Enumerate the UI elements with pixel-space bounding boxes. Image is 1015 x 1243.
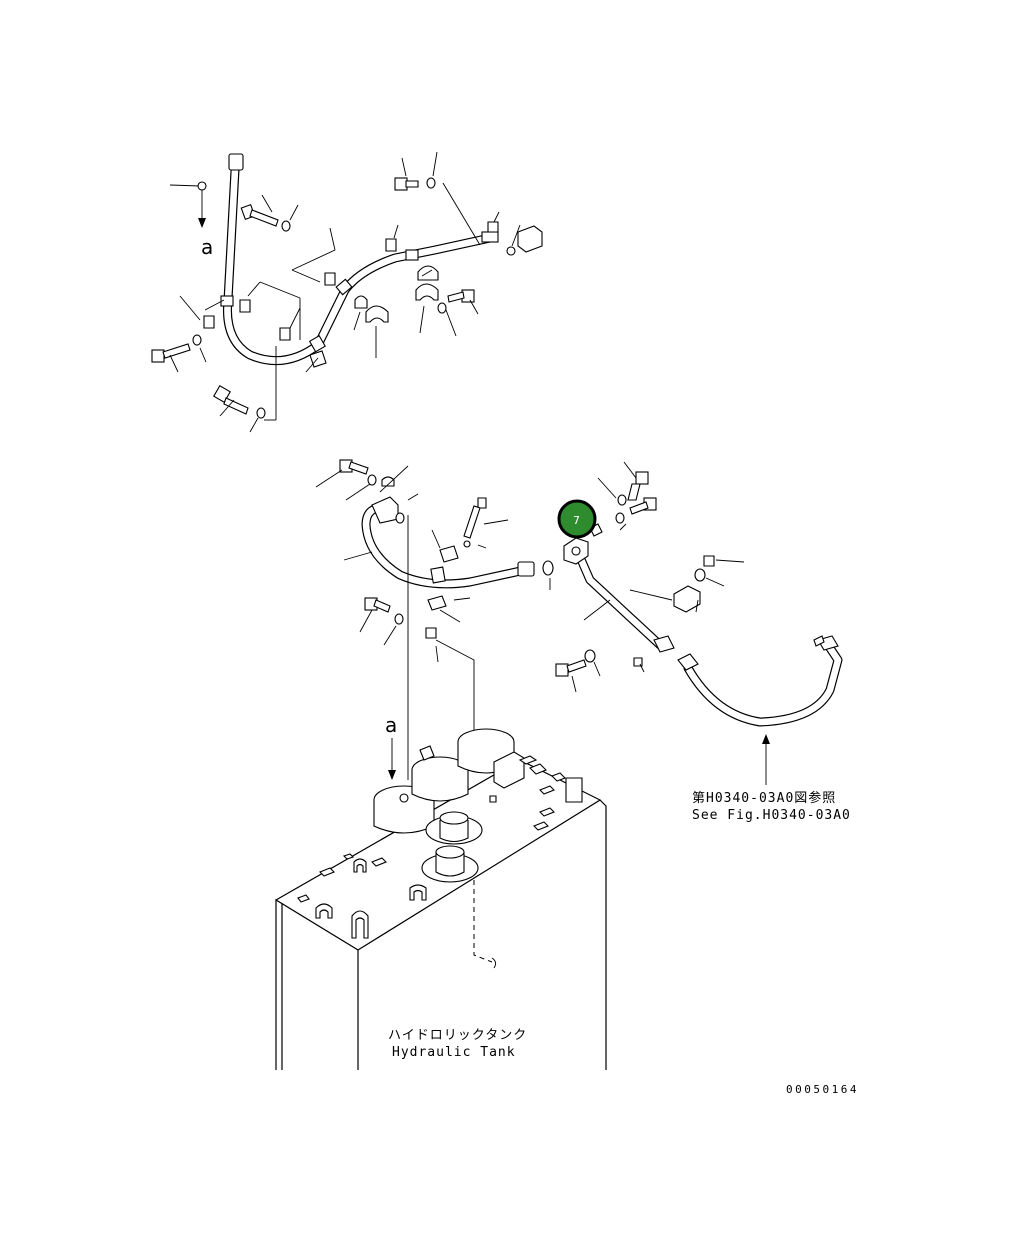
reference-en: See Fig.H0340-03A0	[692, 808, 851, 823]
lower-right-hose	[677, 635, 843, 785]
bolt-middle-2	[364, 597, 391, 613]
bolt-upper-3	[151, 343, 191, 363]
hydraulic-tank	[275, 728, 607, 1070]
filter-housing-1	[373, 785, 435, 834]
drawing-number: 00050164	[786, 1083, 859, 1096]
strainer-2	[421, 845, 479, 883]
reference-jp: 第H0340-03A0図参照	[692, 790, 836, 806]
tank-label-en: Hydraulic Tank	[392, 1045, 516, 1060]
filter-housing-2	[411, 756, 469, 802]
bolt-right-3	[555, 659, 587, 677]
bolt-upper-2	[394, 177, 419, 191]
callout-circle[interactable]	[557, 499, 597, 539]
bolt-upper-5	[447, 289, 475, 303]
connection-mark-a-upper: a	[201, 235, 213, 259]
middle-left-hose	[315, 459, 554, 780]
bolt-upper-1	[240, 203, 279, 227]
strainer-1	[425, 811, 483, 845]
upper-hose-assembly	[151, 151, 543, 433]
callout-7[interactable]: 7	[557, 499, 597, 539]
callout-number[interactable]: 7	[573, 514, 580, 527]
connection-mark-a-lower: a	[385, 713, 397, 737]
bolt-right-1	[627, 471, 649, 501]
tank-label-jp: ハイドロリックタンク	[388, 1028, 527, 1043]
bolt-right-2	[629, 497, 657, 515]
middle-right-pipe	[555, 461, 745, 693]
bolt-upper-4	[213, 385, 249, 415]
bolt-middle-1	[339, 459, 369, 475]
